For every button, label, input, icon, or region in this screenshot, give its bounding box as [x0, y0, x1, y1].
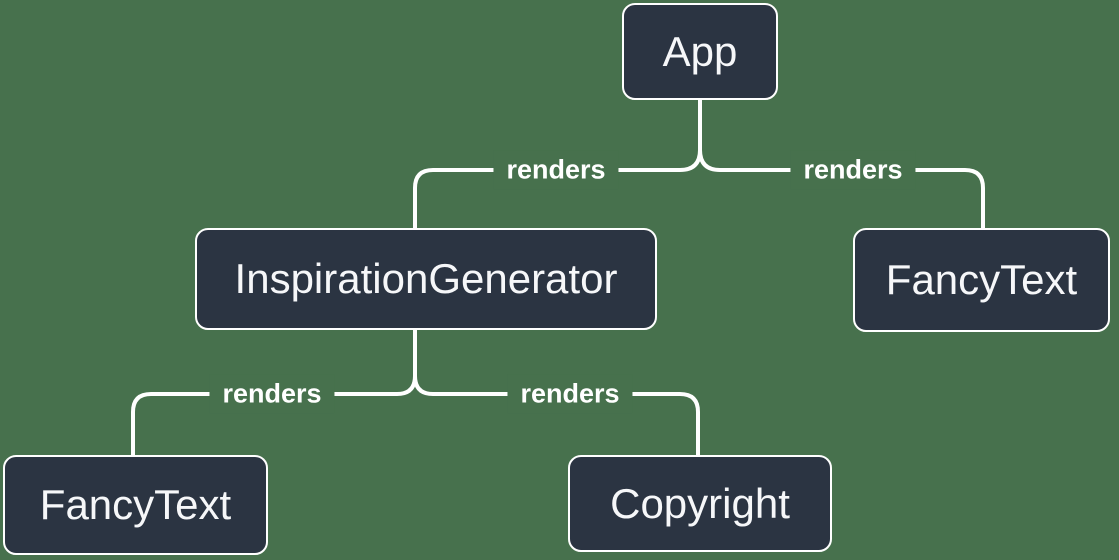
node-copyright: Copyright: [568, 455, 832, 552]
edge-label-renders-2: renders: [790, 150, 916, 190]
node-fancy-text-right: FancyText: [853, 228, 1110, 332]
node-app: App: [622, 3, 778, 100]
node-fancy-text-right-label: FancyText: [885, 256, 1078, 303]
node-copyright-label: Copyright: [610, 479, 790, 527]
node-inspiration-generator: InspirationGenerator: [195, 228, 657, 330]
edge-label-renders-4: renders: [507, 374, 633, 414]
node-fancy-text-left: FancyText: [3, 455, 268, 555]
node-fancy-text-left-label: FancyText: [39, 481, 232, 528]
node-app-label: App: [662, 27, 738, 75]
edge-label-renders-1: renders: [493, 150, 619, 190]
node-inspiration-generator-label: InspirationGenerator: [234, 255, 618, 302]
edge-label-renders-3: renders: [209, 374, 335, 414]
